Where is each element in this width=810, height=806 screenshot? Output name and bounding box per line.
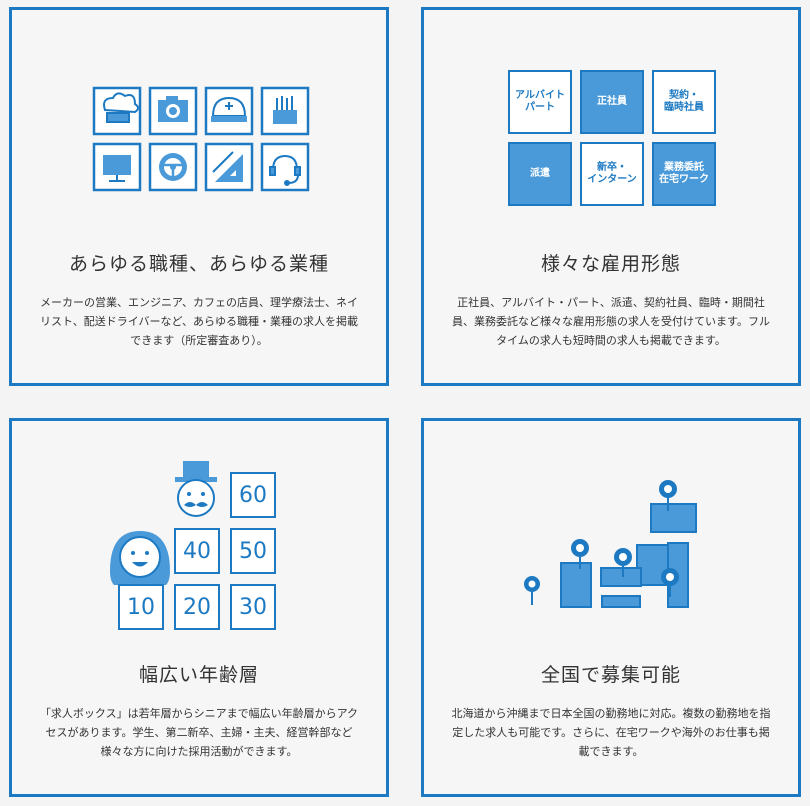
map-pin-icon [571,539,589,569]
card-title: 全国で募集可能 [540,664,681,686]
employment-tile-full-time: 正社員 [580,70,644,134]
map-pin-icon [614,548,632,577]
camera-icon [158,96,188,122]
age-box-20: 20 [174,584,220,630]
feature-card-occupations: あらゆる職種、あらゆる業種 メーカーの営業、エンジニア、カフェの店員、理学療法士… [9,7,389,386]
feature-card-employment-types: アルバイト パート 正社員 契約・ 臨時社員 派遣 新卒・ インターン 業務委託… [421,7,801,386]
chef-hat-icon [103,92,139,123]
age-box-60: 60 [230,472,276,518]
headset-icon [269,154,301,186]
old-man-face-icon [175,461,217,517]
employment-tile-part-time: アルバイト パート [508,70,572,134]
woman-face-icon [110,531,170,585]
age-box-40: 40 [174,528,220,574]
map-pin-icon [524,576,540,605]
employment-tile-outsourcing: 業務委託 在宅ワーク [652,142,716,206]
age-illustration [110,461,217,585]
map-pin-icon [659,480,677,511]
card-title: 幅広い年齢層 [138,664,259,686]
card-title: あらゆる職種、あらゆる業種 [68,253,329,275]
japan-map-illustration [524,480,697,608]
ruler-triangle-icon [212,151,243,182]
age-box-10: 10 [118,584,164,630]
fries-icon [273,96,297,124]
feature-card-age-range: 60 40 50 10 20 30 幅広い年齢層 「求人ボックス」は若年層からシ… [9,418,389,797]
steering-wheel-icon [159,153,187,181]
employment-tile-new-grad: 新卒・ インターン [580,142,644,206]
age-box-30: 30 [230,584,276,630]
helmet-icon [211,96,247,122]
feature-card-nationwide: 全国で募集可能 北海道から沖縄まで日本全国の勤務地に対応。複数の勤務地を指定した… [421,418,801,797]
occupations-illustration [92,86,310,192]
card-description: 「求人ボックス」は若年層からシニアまで幅広い年齢層からアクセスがあります。学生、… [39,707,359,758]
monitor-icon [103,155,131,182]
card-description: 正社員、アルバイト・パート、派遣、契約社員、臨時・期間社員、業務委託など様々な雇… [452,296,770,347]
employment-tile-contract: 契約・ 臨時社員 [652,70,716,134]
card-title: 様々な雇用形態 [540,253,681,275]
card-description: メーカーの営業、エンジニア、カフェの店員、理学療法士、ネイリスト、配送ドライバー… [39,296,358,347]
employment-tile-dispatch: 派遣 [508,142,572,206]
map-pin-icon [661,568,679,597]
age-box-50: 50 [230,528,276,574]
card-description: 北海道から沖縄まで日本全国の勤務地に対応。複数の勤務地を指定した求人も可能です。… [451,707,771,758]
